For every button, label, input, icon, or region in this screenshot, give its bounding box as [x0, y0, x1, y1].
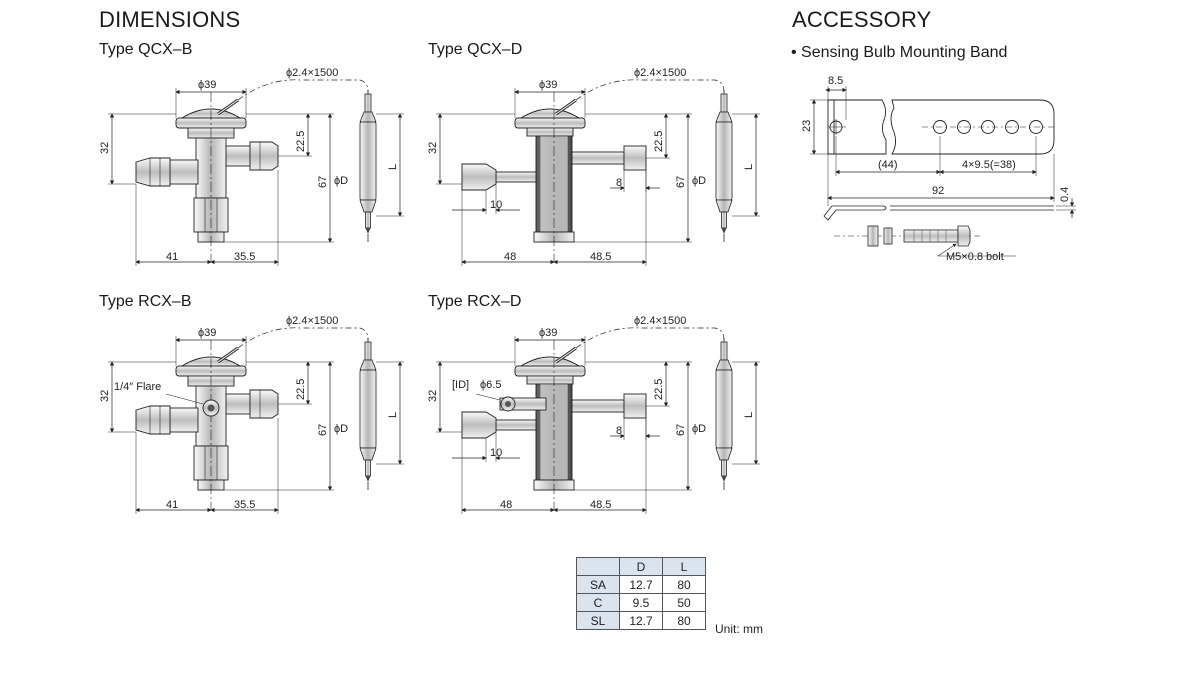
table-header-cell: L [662, 557, 706, 576]
rcx-d-d32: 32 [427, 390, 439, 402]
table-header-row: D L [576, 557, 706, 576]
rcx-d-l: L [743, 412, 755, 418]
unit-label: Unit: mm [715, 622, 763, 636]
rcx-d-d8: 8 [616, 425, 622, 437]
table-cell: 12.7 [619, 575, 663, 594]
qcx-d-d48-5: 48.5 [590, 251, 611, 263]
mounting-band-drawing [810, 86, 1076, 257]
rcx-d-drawing [436, 327, 760, 514]
qcx-d-l: L [743, 164, 755, 170]
table-row: SL 12.7 80 [576, 611, 706, 630]
table-row-label: C [576, 593, 620, 612]
table-cell: 80 [662, 611, 706, 630]
qcx-d-drawing [436, 79, 760, 266]
accessory-item-label: • Sensing Bulb Mounting Band [791, 44, 1008, 61]
qcx-d-phi39: ϕ39 [539, 79, 557, 91]
table-row: SA 12.7 80 [576, 575, 706, 594]
qcx-b-d32: 32 [99, 142, 111, 154]
band-d44: (44) [878, 159, 898, 171]
rcx-d-d22-5: 22.5 [653, 379, 665, 400]
rcx-b-phid: ϕD [334, 423, 348, 435]
qcx-d-d8: 8 [616, 177, 622, 189]
rcx-b-phi39: ϕ39 [198, 327, 216, 339]
qcx-b-l: L [387, 164, 399, 170]
type-qcx-b-label: Type QCX–B [99, 41, 193, 58]
band-d92: 92 [932, 185, 944, 197]
rcx-d-d48-5: 48.5 [590, 499, 611, 511]
table-cell: 12.7 [619, 611, 663, 630]
rcx-d-capillary: ϕ2.4×1500 [634, 315, 686, 327]
qcx-b-capillary: ϕ2.4×1500 [286, 67, 338, 79]
qcx-b-d41: 41 [166, 251, 178, 263]
rcx-b-d32: 32 [99, 390, 111, 402]
type-qcx-d-label: Type QCX–D [428, 41, 523, 58]
rcx-d-phid: ϕD [692, 423, 706, 435]
table-cell: 9.5 [619, 593, 663, 612]
qcx-b-phid: ϕD [334, 175, 348, 187]
rcx-d-id: [ID] [452, 379, 469, 391]
rcx-d-d67: 67 [675, 424, 687, 436]
band-d23: 23 [801, 120, 813, 132]
qcx-d-d48: 48 [504, 251, 516, 263]
table-row-label: SL [576, 611, 620, 630]
dimensions-heading: DIMENSIONS [99, 7, 241, 32]
rcx-b-d67: 67 [317, 424, 329, 436]
qcx-d-d67: 67 [675, 176, 687, 188]
table-row: C 9.5 50 [576, 593, 706, 612]
rcx-b-d35-5: 35.5 [234, 499, 255, 511]
table-header-cell [576, 557, 620, 576]
qcx-d-phid: ϕD [692, 175, 706, 187]
qcx-b-d22-5: 22.5 [295, 131, 307, 152]
rcx-b-l: L [387, 412, 399, 418]
rcx-d-d10: 10 [490, 447, 502, 459]
table-cell: 50 [662, 593, 706, 612]
band-bolt: M5×0.8 bolt [946, 251, 1004, 263]
qcx-d-d32: 32 [427, 142, 439, 154]
table-row-label: SA [576, 575, 620, 594]
type-rcx-d-label: Type RCX–D [428, 293, 522, 310]
qcx-b-d67: 67 [317, 176, 329, 188]
rcx-b-d41: 41 [166, 499, 178, 511]
accessory-heading: ACCESSORY [792, 7, 932, 32]
rcx-d-d48: 48 [500, 499, 512, 511]
type-rcx-b-label: Type RCX–B [99, 293, 192, 310]
qcx-d-d22-5: 22.5 [653, 131, 665, 152]
rcx-b-d22-5: 22.5 [295, 379, 307, 400]
table-header-cell: D [619, 557, 663, 576]
qcx-b-d35-5: 35.5 [234, 251, 255, 263]
rcx-b-capillary: ϕ2.4×1500 [286, 315, 338, 327]
qcx-d-d10: 10 [490, 199, 502, 211]
rcx-b-drawing [108, 327, 404, 514]
rcx-d-phi39: ϕ39 [539, 327, 557, 339]
band-d8-5: 8.5 [828, 75, 843, 87]
qcx-b-drawing [108, 79, 404, 266]
qcx-d-capillary: ϕ2.4×1500 [634, 67, 686, 79]
bulb-spec-table: D L SA 12.7 80 C 9.5 50 SL 12.7 80 [576, 557, 706, 630]
rcx-b-flare: 1/4″ Flare [114, 381, 161, 393]
qcx-b-phi39: ϕ39 [198, 79, 216, 91]
band-d0-4: 0.4 [1059, 187, 1071, 202]
rcx-d-phi6-5: ϕ6.5 [480, 379, 501, 391]
table-cell: 80 [662, 575, 706, 594]
band-pitch: 4×9.5(=38) [962, 159, 1016, 171]
